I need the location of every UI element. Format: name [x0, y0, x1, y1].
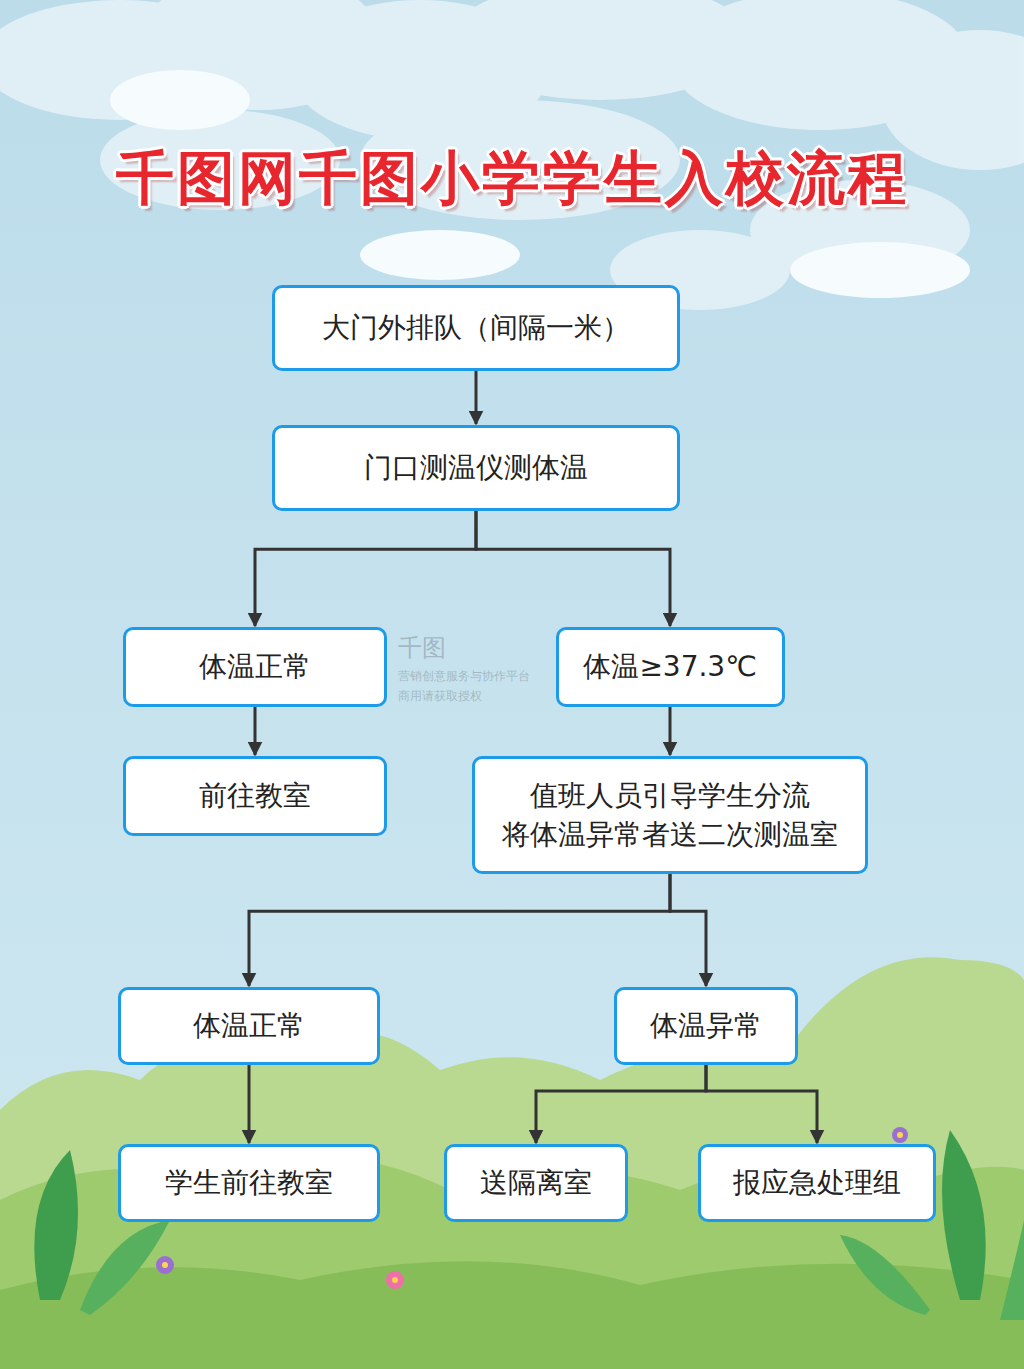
box-text: 值班人员引导学生分流 将体温异常者送二次测温室: [495, 776, 845, 854]
flow-arrow: [249, 874, 670, 986]
process-box: 前往教室: [123, 756, 387, 836]
flow-arrow: [706, 1065, 817, 1143]
flow-arrow: [670, 874, 706, 986]
process-box: 体温异常: [614, 987, 798, 1065]
hills: [0, 957, 1024, 1369]
process-box: 大门外排队（间隔一米）: [272, 285, 680, 371]
box-text: 体温异常: [650, 1006, 762, 1045]
box-text: 大门外排队（间隔一米）: [322, 308, 630, 347]
flow-arrow: [255, 511, 476, 626]
plants: [34, 1130, 1024, 1320]
flow-arrow: [248, 1065, 251, 1143]
box-text: 学生前往教室: [165, 1163, 333, 1202]
process-box: 学生前往教室: [118, 1144, 380, 1222]
process-box: 报应急处理组: [698, 1144, 936, 1222]
flow-arrow: [536, 1065, 706, 1143]
flow-arrow: [476, 511, 670, 626]
flow-arrow: [669, 707, 672, 755]
box-text: 体温正常: [193, 1006, 305, 1045]
flow-arrow: [254, 707, 257, 755]
box-text: 送隔离室: [480, 1163, 592, 1202]
box-text: 报应急处理组: [733, 1163, 901, 1202]
process-box: 体温正常: [123, 627, 387, 707]
process-box: 体温≥37.3℃: [556, 627, 785, 707]
process-box: 送隔离室: [444, 1144, 628, 1222]
box-text: 体温正常: [199, 647, 311, 686]
flow-arrow: [475, 371, 478, 424]
process-box: 体温正常: [118, 987, 380, 1065]
watermark: 营销创意服务与协作平台: [398, 668, 530, 685]
process-box: 门口测温仪测体温: [272, 425, 680, 511]
box-text: 门口测温仪测体温: [364, 448, 588, 487]
clouds: [0, 0, 1024, 310]
watermark: 千图: [398, 632, 446, 664]
page-title: 千图网千图小学学生入校流程: [0, 140, 1024, 218]
box-text: 体温≥37.3℃: [583, 647, 756, 686]
watermark: 商用请获取授权: [398, 688, 482, 705]
process-box: 值班人员引导学生分流 将体温异常者送二次测温室: [472, 756, 868, 874]
box-text: 前往教室: [199, 776, 311, 815]
